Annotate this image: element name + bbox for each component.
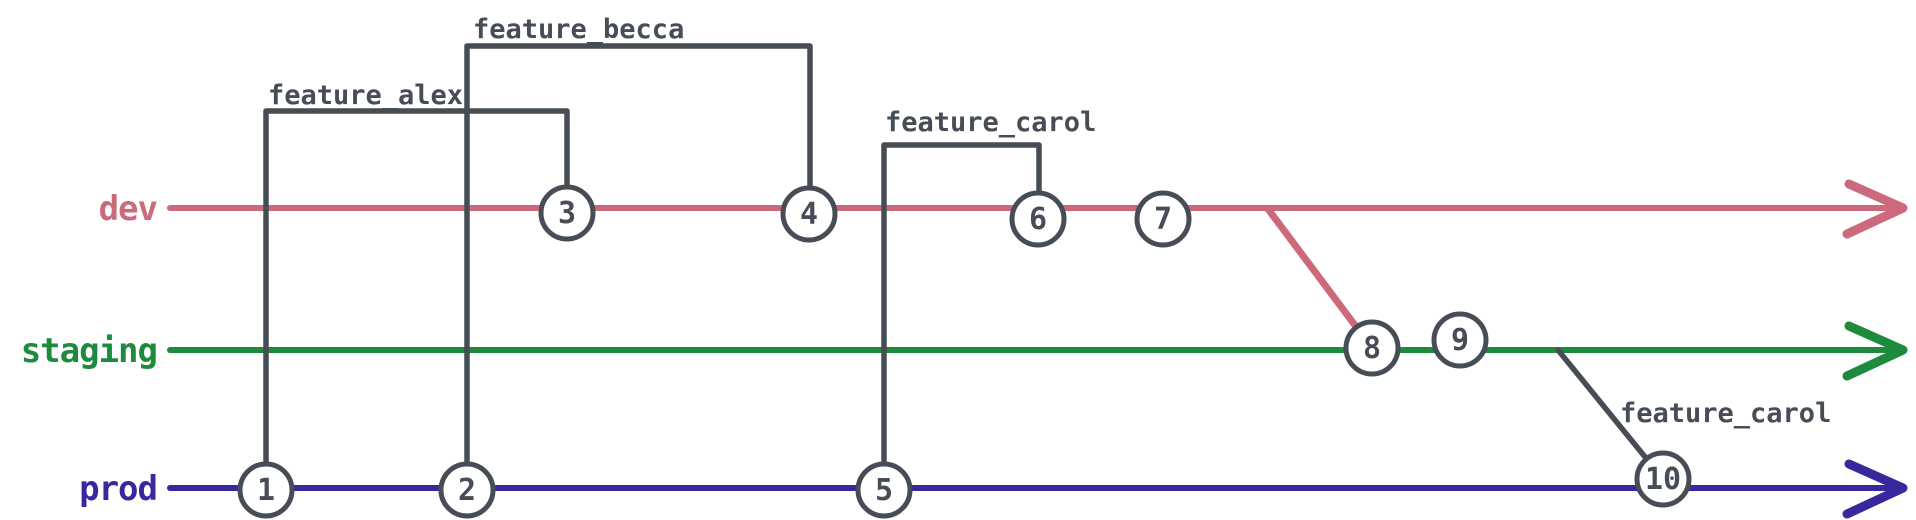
- feature-label-alex: feature_alex: [268, 80, 463, 111]
- commit-node-1: 1: [237, 461, 295, 519]
- commit-number: 4: [800, 197, 818, 232]
- branch-label-staging: staging: [21, 331, 157, 371]
- commit-circle: [237, 461, 295, 519]
- commit-node-2: 2: [438, 461, 496, 519]
- commit-node-7: 7: [1134, 190, 1192, 248]
- commit-number: 1: [257, 473, 275, 508]
- dev-branch-arrowhead-icon: [1842, 179, 1908, 239]
- feature-alex-branch-path: [263, 108, 570, 493]
- feature-becca-branch-path: [464, 43, 813, 493]
- feature-carol-branch-path: [881, 142, 1042, 493]
- commit-number: 6: [1029, 202, 1047, 237]
- commit-circle: [538, 184, 596, 242]
- commit-number: 5: [875, 473, 893, 508]
- prod-branch-arrowhead-icon: [1842, 459, 1908, 519]
- commit-number: 2: [458, 473, 476, 508]
- feature-label-carol-merge: feature_carol: [1620, 398, 1831, 429]
- commit-node-5: 5: [855, 461, 913, 519]
- commit-circle: [1343, 319, 1401, 377]
- commit-node-9: 9: [1431, 311, 1489, 369]
- commit-node-4: 4: [780, 185, 838, 243]
- staging-branch-arrowhead-icon: [1842, 321, 1908, 381]
- commit-circle: [1431, 311, 1489, 369]
- commit-circle: [1134, 190, 1192, 248]
- feature-label-becca: feature_becca: [473, 14, 684, 45]
- dev-to-staging-merge-path: [1264, 205, 1376, 352]
- branch-label-prod: prod: [79, 469, 157, 509]
- branch-label-dev: dev: [99, 189, 158, 229]
- commit-circle: [438, 461, 496, 519]
- commit-node-6: 6: [1009, 190, 1067, 248]
- commit-circle: [1634, 450, 1692, 508]
- commit-number: 3: [558, 196, 576, 231]
- commit-number: 10: [1645, 462, 1681, 497]
- commit-node-10: 10: [1634, 450, 1692, 508]
- commit-circle: [1009, 190, 1067, 248]
- commit-number: 9: [1451, 323, 1469, 358]
- commit-node-3: 3: [538, 184, 596, 242]
- commit-number: 7: [1154, 202, 1172, 237]
- commit-circle: [855, 461, 913, 519]
- commit-node-8: 8: [1343, 319, 1401, 377]
- commit-circle: [780, 185, 838, 243]
- commit-number: 8: [1363, 331, 1381, 366]
- feature-label-carol: feature_carol: [885, 107, 1096, 138]
